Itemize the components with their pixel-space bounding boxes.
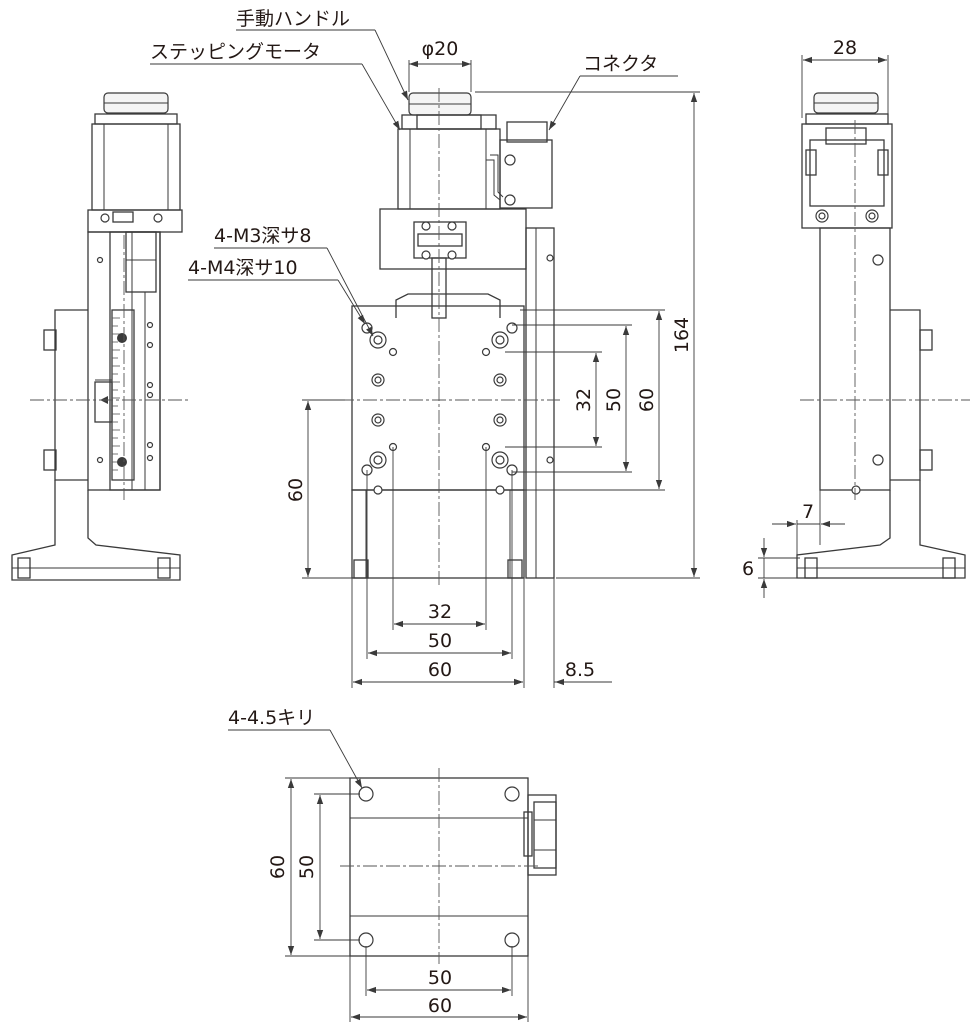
dimension-values: φ20 28 164 32 50 60 60 32 50 60 8.5 7 6 …: [267, 37, 857, 1017]
label-m3-tap: 4-M3深サ8: [214, 225, 312, 247]
dim-bottom-60-vert: 60: [267, 855, 289, 879]
dim-phi20: φ20: [422, 38, 459, 60]
dim-vert-60-left: 60: [285, 478, 307, 502]
right-side-view: [796, 92, 970, 579]
front-view: [340, 88, 560, 585]
dim-7: 7: [802, 501, 814, 523]
dim-bottom-60-horiz: 60: [428, 995, 452, 1017]
dim-vert-60-right: 60: [636, 388, 658, 412]
label-m4-tap: 4-M4深サ10: [188, 257, 298, 279]
callout-labels: 手動ハンドル ステッピングモータ コネクタ 4-M3深サ8 4-M4深サ10 4…: [150, 8, 658, 729]
dim-8-5: 8.5: [565, 659, 595, 681]
bottom-view: [340, 768, 557, 964]
m3-tap-holes: [371, 373, 507, 427]
dim-horiz-50: 50: [428, 630, 452, 652]
dimension-lines: [285, 55, 889, 1022]
leader-lines: [150, 29, 678, 789]
dim-bottom-50-vert: 50: [296, 855, 318, 879]
dim-horiz-60: 60: [428, 659, 452, 681]
label-manual-handle: 手動ハンドル: [236, 8, 350, 30]
dim-horiz-32: 32: [428, 601, 452, 623]
left-side-view: [11, 92, 190, 581]
label-through-hole: 4-4.5キリ: [228, 707, 315, 729]
dim-vert-32: 32: [573, 388, 595, 412]
dim-vert-50: 50: [603, 388, 625, 412]
dim-164: 164: [671, 317, 693, 353]
dim-6: 6: [742, 558, 754, 580]
dim-28: 28: [833, 37, 857, 59]
dim-bottom-50-horiz: 50: [428, 967, 452, 989]
scale-ticks: [112, 317, 120, 471]
m4-tap-holes: [369, 331, 509, 469]
label-stepping-motor: ステッピングモータ: [150, 41, 321, 63]
label-connector: コネクタ: [583, 53, 658, 75]
